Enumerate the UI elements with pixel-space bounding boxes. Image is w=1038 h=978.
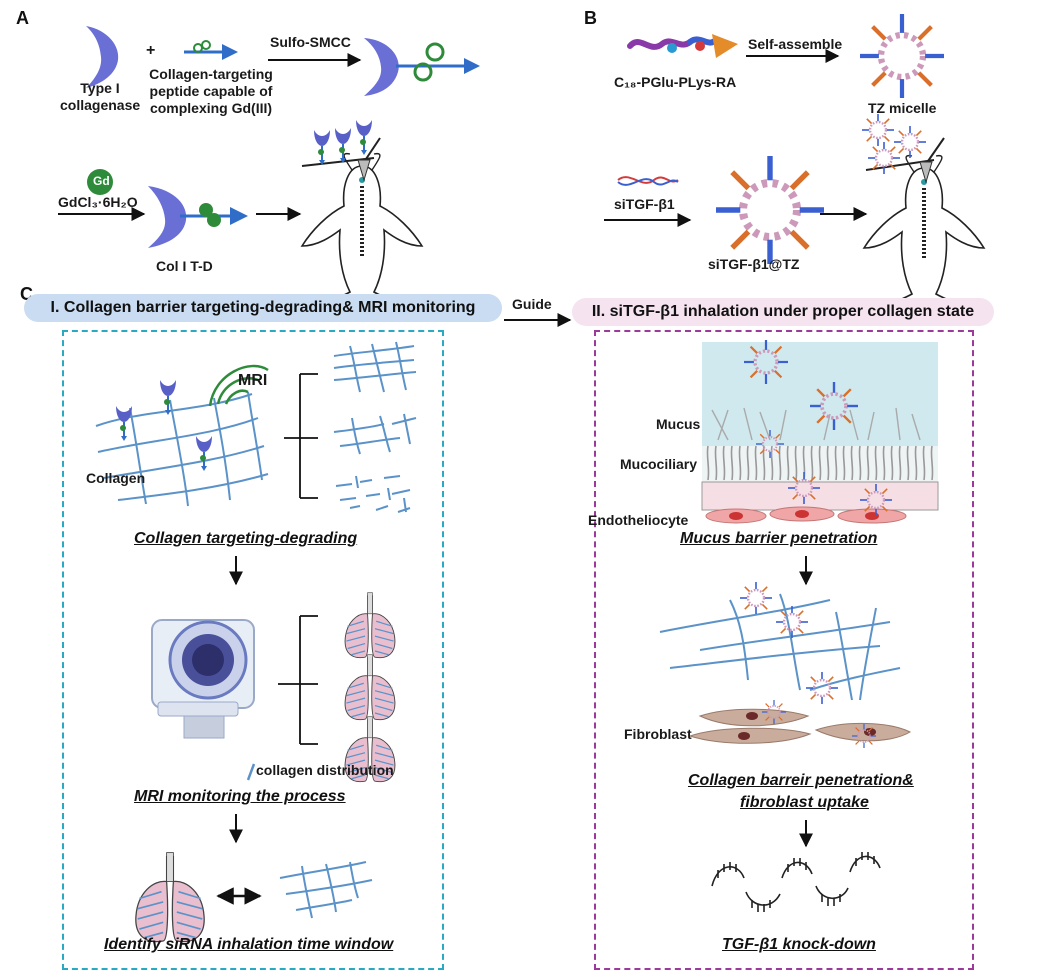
intact-collagen-icon <box>333 341 417 393</box>
caption-time-window: Identify siRNA inhalation time window <box>104 936 394 953</box>
conjugate-icon <box>364 38 480 96</box>
peptide-label: Collagen-targeting peptide capable of co… <box>149 66 273 116</box>
right-title-pill: II. siTGF-β1 inhalation under proper col… <box>572 298 994 326</box>
endotheliocyte-label: Endotheliocyte <box>588 512 689 528</box>
collagenase-label: Type I collagenase <box>60 80 141 113</box>
polymer-label: C₁₈-PGlu-PLys-RA <box>614 74 737 90</box>
legend-collagen-line <box>246 763 256 781</box>
sitgf-tz-icon <box>716 156 824 264</box>
tz-micelle-icon <box>860 14 944 98</box>
collagen-label: Collagen <box>86 470 146 486</box>
fibroblast-cells <box>688 699 912 749</box>
window-collagen-icon <box>279 861 373 919</box>
caption-collagen-penetration-2: fibroblast uptake <box>740 794 869 811</box>
caption-collagen-targeting: Collagen targeting-degrading <box>134 530 358 547</box>
mucociliary-label: Mucociliary <box>620 456 698 472</box>
mri-signal-icon <box>208 364 269 407</box>
left-title-pill: I. Collagen barrier targeting-degrading&… <box>24 294 502 322</box>
guide-label: Guide <box>512 296 552 312</box>
tissue-collagen <box>659 593 901 701</box>
caption-mri-monitoring: MRI monitoring the process <box>134 788 346 805</box>
plus-sign: + <box>146 42 156 59</box>
degraded-collagen-icon <box>335 475 411 513</box>
sirna-fragments-icon <box>711 852 881 912</box>
caption-collagen-penetration-1: Collagen barreir penetration& <box>688 772 914 789</box>
caption-mucus-penetration: Mucus barrier penetration <box>680 530 878 547</box>
mouse-a-icon <box>300 119 424 321</box>
polymer-icon <box>627 34 738 58</box>
complex-label: siTGF-β1@TZ <box>708 256 800 272</box>
collagenase-icon <box>86 26 119 88</box>
partial-collagen-icon <box>333 413 417 455</box>
col-i-t-d-icon <box>148 186 248 248</box>
gd-sphere-icon <box>87 169 113 195</box>
collagen-network <box>95 391 269 507</box>
self-assemble-label: Self-assemble <box>748 36 843 52</box>
caption-knockdown: TGF-β1 knock-down <box>722 936 876 953</box>
micelle-label: TZ micelle <box>868 100 937 116</box>
mucus-label: Mucus <box>656 416 701 432</box>
gd-salt-label: GdCl₃·6H₂O <box>58 194 138 210</box>
sulfo-smcc-label: Sulfo-SMCC <box>270 34 351 50</box>
right-dashed-box <box>594 330 974 970</box>
mouse-b-icon <box>860 112 986 323</box>
left-dashed-box <box>62 330 444 970</box>
legend-label: collagen distribution <box>256 762 394 778</box>
mri-bracket <box>278 615 318 745</box>
sirna-icon <box>617 176 679 186</box>
panel-label-a: A <box>16 8 29 28</box>
sirna-label: siTGF-β1 <box>614 196 675 212</box>
gd-badge-label: Gd <box>93 174 110 188</box>
product-label: Col I T-D <box>156 258 213 274</box>
panel-label-b: B <box>584 8 597 28</box>
mri-scanner-icon <box>151 619 255 739</box>
degradation-bracket <box>284 373 318 499</box>
peptide-icon <box>184 40 238 60</box>
fibroblast-label: Fibroblast <box>624 726 692 742</box>
mri-label: MRI <box>238 372 268 389</box>
